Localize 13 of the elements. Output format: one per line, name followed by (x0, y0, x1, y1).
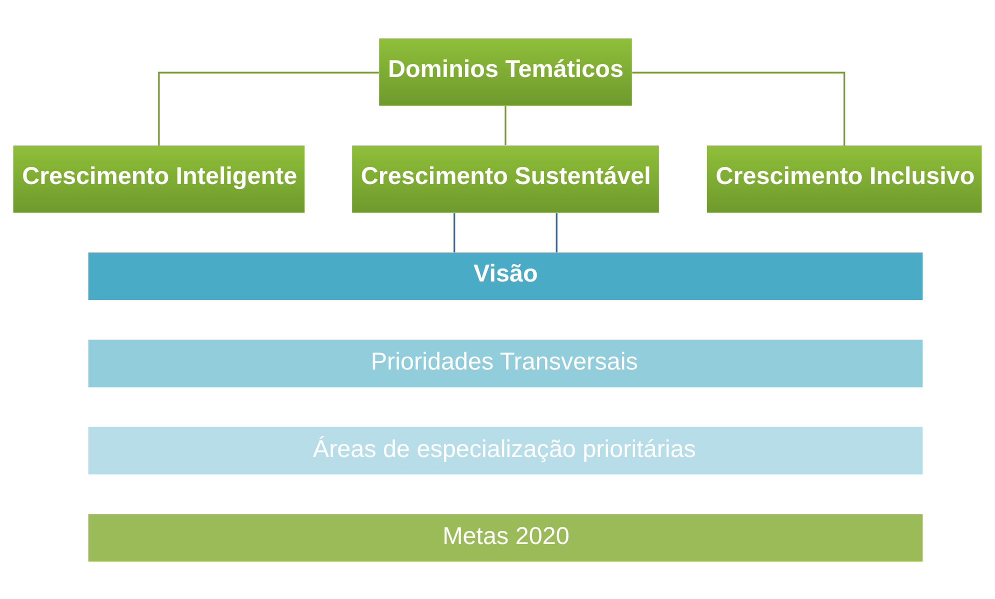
node-box: Visão (88, 252, 923, 300)
node-box: Dominios Temáticos (379, 38, 632, 106)
node-box: Metas 2020 (88, 514, 923, 562)
node-box: Prioridades Transversais (88, 339, 923, 387)
connector (504, 105, 506, 145)
node-box: Crescimento Inteligente (13, 144, 305, 212)
node-box: Crescimento Sustentável (352, 144, 659, 212)
node-box: Crescimento Inclusivo (706, 144, 982, 212)
connector (556, 212, 558, 252)
connector (454, 212, 456, 252)
connector (158, 71, 379, 145)
node-box: Áreas de especialização prioritárias (88, 426, 923, 474)
connector (632, 71, 846, 145)
